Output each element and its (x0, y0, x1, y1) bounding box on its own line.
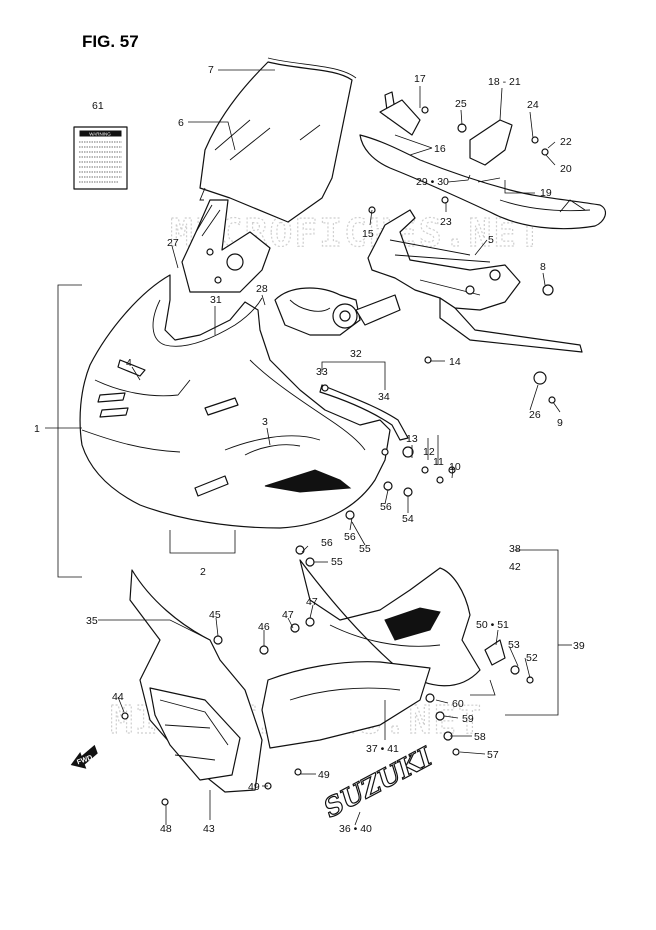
callout-12: 12 (423, 446, 435, 458)
figure-title: FIG. 57 (82, 32, 139, 51)
cowling-brace-part-34 (319, 384, 414, 458)
callout-32: 32 (350, 348, 362, 360)
callout-50-51: 50 • 51 (476, 619, 509, 631)
callout-36-40: 36 • 40 (339, 823, 372, 835)
warning-label-heading: WARNING (89, 132, 111, 137)
callout-58: 58 (474, 731, 486, 743)
callout-7: 7 (208, 64, 214, 76)
inner-panel-part-19 (359, 91, 607, 230)
callout-38: 38 (509, 543, 521, 555)
fwd-arrow: FWD (70, 744, 98, 769)
callout-28: 28 (256, 283, 268, 295)
callout-52: 52 (526, 652, 538, 664)
callout-29-30: 29 • 30 (416, 176, 449, 188)
callout-46: 46 (258, 621, 270, 633)
warning-label-part-61: WARNING (73, 126, 128, 190)
callout-8: 8 (540, 261, 546, 273)
callout-49b: 49 (248, 781, 260, 793)
callout-1: 1 (34, 423, 40, 435)
callout-14: 14 (449, 356, 461, 368)
callout-17: 17 (414, 73, 426, 85)
upper-cowling-part-1 (79, 274, 391, 529)
callout-48: 48 (160, 823, 172, 835)
callout-20: 20 (560, 163, 572, 175)
callout-47a: 47 (306, 596, 318, 608)
callout-10: 10 (449, 461, 461, 473)
callout-61: 61 (92, 100, 104, 112)
callout-57: 57 (487, 749, 499, 761)
callout-47b: 47 (282, 609, 294, 621)
callout-15: 15 (362, 228, 374, 240)
callout-33: 33 (316, 366, 328, 378)
callout-59: 59 (462, 713, 474, 725)
callout-53: 53 (508, 639, 520, 651)
group-brackets (45, 284, 572, 716)
callout-18-21: 18 - 21 (488, 76, 521, 88)
callout-24: 24 (527, 99, 539, 111)
callout-55a: 55 (359, 543, 371, 555)
callout-49a: 49 (318, 769, 330, 781)
callout-2: 2 (200, 566, 206, 578)
callout-5: 5 (488, 234, 494, 246)
callout-27: 27 (167, 237, 179, 249)
callout-26: 26 (529, 409, 541, 421)
callout-37-41: 37 • 41 (366, 743, 399, 755)
cowling-frame-part-5 (367, 209, 583, 353)
lower-cowling-left-part-35 (129, 569, 263, 793)
windscreen-part-6 (199, 57, 357, 223)
callout-3: 3 (262, 416, 268, 428)
callout-25: 25 (455, 98, 467, 110)
callout-34: 34 (378, 391, 390, 403)
callout-55b: 55 (331, 556, 343, 568)
callout-9: 9 (557, 417, 563, 429)
meter-bracket (181, 199, 271, 293)
callout-31: 31 (210, 294, 222, 306)
callout-13: 13 (406, 433, 418, 445)
leader-lines (98, 69, 561, 826)
callout-6: 6 (178, 117, 184, 129)
callout-60: 60 (452, 698, 464, 710)
callout-44: 44 (112, 691, 124, 703)
callout-56a: 56 (380, 501, 392, 513)
callout-42: 42 (509, 561, 521, 573)
callout-54: 54 (402, 513, 414, 525)
callout-56c: 56 (321, 537, 333, 549)
callout-16: 16 (434, 143, 446, 155)
mirror-bracket (274, 287, 401, 336)
callout-43: 43 (203, 823, 215, 835)
callout-45: 45 (209, 609, 221, 621)
callout-19: 19 (540, 187, 552, 199)
callout-11: 11 (433, 456, 444, 468)
lower-cowling-right-part-37 (261, 559, 481, 749)
callout-labels: 61 7 6 17 18 - 21 25 24 22 16 20 29 • 30… (34, 64, 585, 835)
callout-39: 39 (573, 640, 585, 652)
callout-56b: 56 (344, 531, 356, 543)
callout-22: 22 (560, 136, 572, 148)
callout-23: 23 (440, 216, 452, 228)
callout-4: 4 (126, 357, 132, 369)
callout-35: 35 (86, 615, 98, 627)
